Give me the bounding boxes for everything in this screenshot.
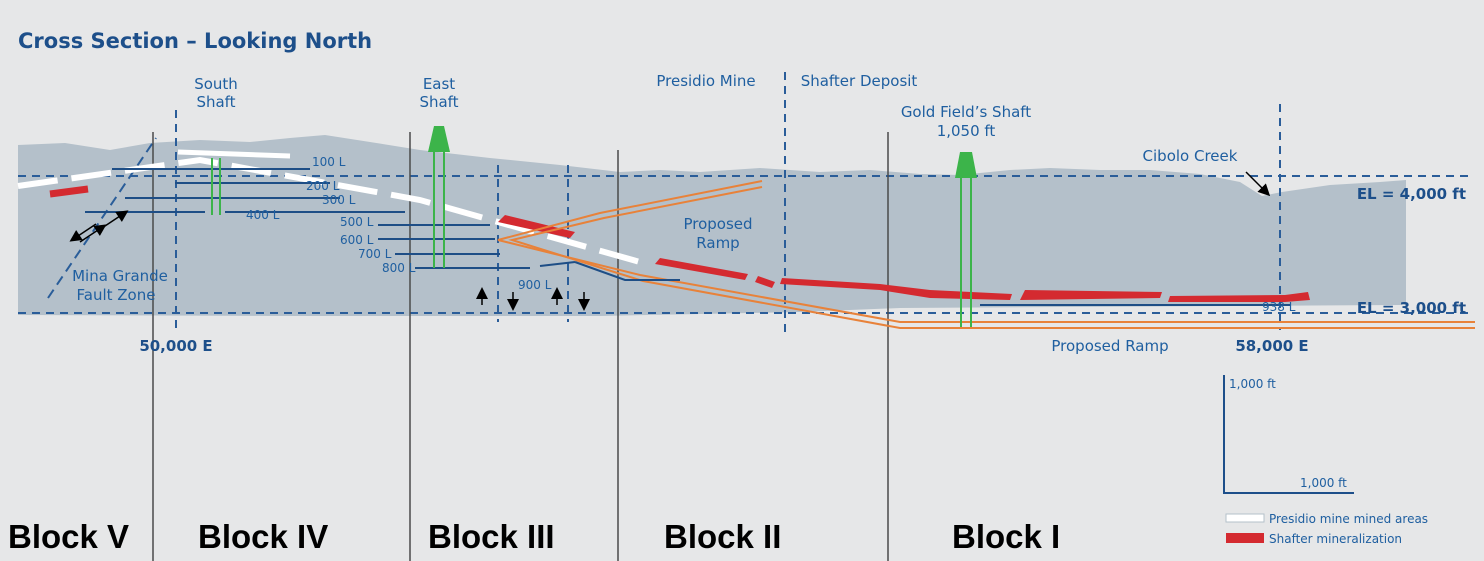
- proposed-ramp-upper-label-2: Ramp: [696, 234, 739, 252]
- presidio-mine-label: Presidio Mine: [656, 72, 755, 90]
- elevation-4000-label: EL = 4,000 ft: [1357, 185, 1466, 203]
- east-shaft-label-2: Shaft: [419, 93, 458, 111]
- level-label-500: 500 L: [340, 215, 374, 229]
- shafter-mineralization-seg5: [1020, 290, 1162, 300]
- scale-horizontal-label: 1,000 ft: [1300, 476, 1347, 490]
- level-label-700: 700 L: [358, 247, 392, 261]
- block-i-label: Block I: [952, 518, 1060, 555]
- gold-fields-shaft-label-2: 1,050 ft: [937, 122, 996, 140]
- fault-movement-arrows: [69, 171, 1271, 311]
- elevation-3000-label: EL = 3,000 ft: [1357, 299, 1466, 317]
- gold-fields-shaft-label-1: Gold Field’s Shaft: [901, 103, 1031, 121]
- level-label-100: 100 L: [312, 155, 346, 169]
- fault-zone-label-1: Mina Grande: [72, 267, 168, 285]
- level-label-200: 200 L: [306, 179, 340, 193]
- level-label-400: 400 L: [246, 208, 280, 222]
- scale-bar: [1223, 375, 1354, 494]
- proposed-ramp-upper-label-1: Proposed: [683, 215, 752, 233]
- shafter-deposit-label: Shafter Deposit: [801, 72, 918, 90]
- south-shaft: [211, 158, 221, 215]
- south-shaft-label-1: South: [194, 75, 238, 93]
- legend-mined-label: Presidio mine mined areas: [1269, 512, 1428, 526]
- easting-58000-label: 58,000 E: [1235, 337, 1308, 355]
- mina-grande-fault: [47, 137, 157, 299]
- block-iii-label: Block III: [428, 518, 555, 555]
- shafter-mineralization-west: [49, 185, 89, 198]
- east-shaft-label-1: East: [423, 75, 455, 93]
- legend: [1225, 513, 1265, 543]
- shafter-mineralization-seg1: [498, 215, 575, 238]
- cibolo-creek-label: Cibolo Creek: [1143, 147, 1238, 165]
- legend-mineralization-swatch: [1226, 533, 1264, 543]
- level-label-900: 900 L: [518, 278, 552, 292]
- south-shaft-label-2: Shaft: [196, 93, 235, 111]
- scale-vertical-label: 1,000 ft: [1229, 377, 1276, 391]
- fault-zone-label-2: Fault Zone: [77, 286, 156, 304]
- presidio-mined-upper: [177, 149, 291, 159]
- level-label-938: 938 L: [1262, 300, 1296, 314]
- easting-50000-label: 50,000 E: [139, 337, 212, 355]
- level-label-600: 600 L: [340, 233, 374, 247]
- block-iv-label: Block IV: [198, 518, 328, 555]
- proposed-ramp-lower-label: Proposed Ramp: [1051, 337, 1168, 355]
- rock-cross-section: [18, 135, 1406, 316]
- legend-mined-swatch: [1225, 513, 1265, 523]
- block-ii-label: Block II: [664, 518, 781, 555]
- shafter-mineralization-seg3: [755, 276, 775, 288]
- proposed-ramp-upper: [497, 180, 1475, 329]
- legend-mineralization-label: Shafter mineralization: [1269, 532, 1402, 546]
- east-shaft: [428, 126, 450, 268]
- shafter-mineralization-seg2: [655, 258, 748, 280]
- block-v-label: Block V: [8, 518, 129, 555]
- shafter-mineralization-seg6: [1168, 292, 1310, 302]
- shafter-mineralization-seg4: [780, 278, 1012, 300]
- gold-fields-shaft: [955, 152, 977, 327]
- level-label-300: 300 L: [322, 193, 356, 207]
- level-label-800: 800 L: [382, 261, 416, 275]
- figure-title: Cross Section – Looking North: [18, 29, 372, 53]
